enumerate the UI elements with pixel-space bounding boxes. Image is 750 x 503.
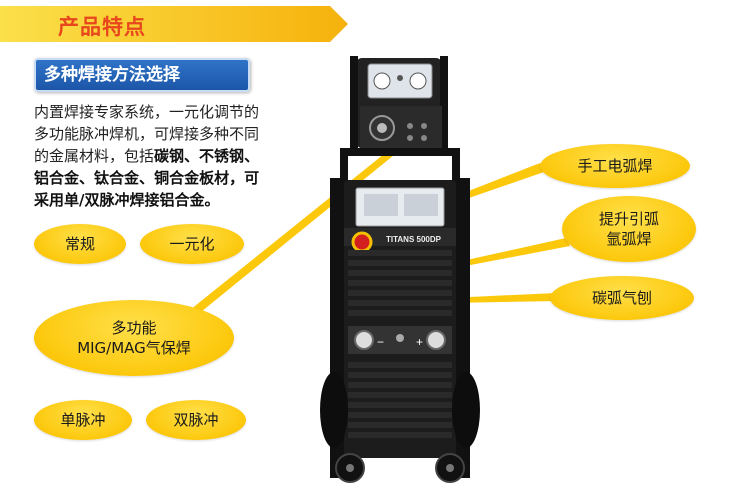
desc-sep: 、: [244, 147, 260, 165]
desc-line: 采用单/双脉冲焊接铝合金。: [34, 189, 299, 211]
positive-terminal: [426, 330, 446, 350]
desc-line: 内置焊接专家系统，一元化调节的: [34, 103, 260, 121]
power-source: [344, 180, 456, 458]
rear-wheel: [320, 372, 348, 448]
feeder-knob: [373, 72, 391, 90]
feeder-knob: [409, 72, 427, 90]
power-switch: [351, 231, 373, 253]
material-carbon-steel: 碳钢: [154, 147, 185, 165]
desc-tail: ，可: [229, 169, 260, 187]
model-label: TITANS 500DP: [386, 235, 442, 244]
minus-label: −: [377, 335, 384, 349]
feature-tig: 提升引弧 氩弧焊: [562, 196, 696, 262]
section-heading: 多种焊接方法选择: [34, 58, 250, 92]
feature-multi-mig-mag: 多功能 MIG/MAG气保焊: [34, 300, 234, 376]
feature-tig-line1: 提升引弧: [598, 210, 659, 228]
desc-line: 铝合金、钛合金、铜合金板材，可: [34, 169, 260, 187]
material-copper: 铜合金板材: [154, 169, 230, 187]
desc-line: 的金属材料，包括碳钢、不锈钢、: [34, 145, 299, 167]
negative-terminal: [354, 330, 374, 350]
material-aluminum: 铝合金: [34, 169, 80, 187]
desc-line: 多功能脉冲焊机，可焊接多种不同: [34, 125, 260, 143]
banner-shape: [0, 6, 348, 42]
feature-carbon-arc: 碳弧气刨: [550, 276, 694, 320]
feature-unified: 一元化: [140, 224, 244, 264]
welding-machine: TITANS 500DP − +: [320, 56, 480, 483]
plus-label: +: [416, 335, 423, 349]
desc-bold-line: 采用单/双脉冲焊接铝合金。: [34, 191, 220, 209]
desc-sep: 、: [184, 147, 200, 165]
feature-regular: 常规: [34, 224, 126, 264]
feature-single-pulse: 单脉冲: [34, 400, 132, 440]
page-title: 产品特点: [58, 15, 146, 39]
feature-manual-arc: 手工电弧焊: [540, 144, 690, 188]
material-titanium: 钛合金: [94, 169, 140, 187]
feature-multi-label: 多功能: [111, 319, 157, 337]
feature-double-pulse: 双脉冲: [146, 400, 246, 440]
feature-mig-mag-label: MIG/MAG气保焊: [77, 339, 191, 357]
feature-tig-line2: 氩弧焊: [606, 230, 652, 248]
rear-wheel: [452, 372, 480, 448]
material-stainless: 不锈钢: [199, 147, 245, 165]
header-banner: 产品特点: [0, 6, 350, 42]
desc-text: 的金属材料，包括: [34, 147, 155, 165]
description: 内置焊接专家系统，一元化调节的 多功能脉冲焊机，可焊接多种不同 的金属材料，包括…: [34, 101, 299, 211]
